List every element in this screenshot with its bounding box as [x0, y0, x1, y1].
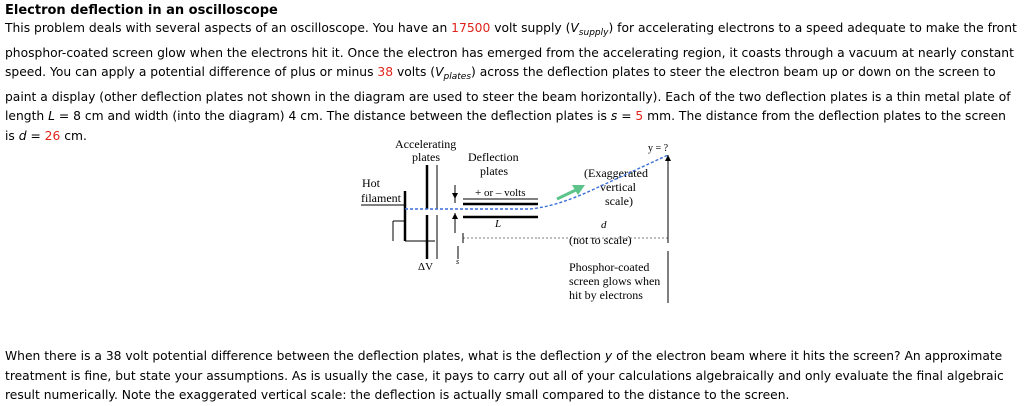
not-to-scale-label: (not to scale)	[569, 233, 632, 247]
question-text: of the electron beam where it hits the s…	[5, 349, 1004, 403]
volts-label: + or – volts	[475, 187, 526, 199]
v-plates-subscript: plates	[443, 72, 472, 83]
filament-label: filament	[361, 191, 402, 205]
phosphor-label-1: Phosphor-coated	[569, 260, 649, 274]
hot-label: Hot	[362, 176, 381, 190]
deflection-arrow-top	[452, 193, 458, 199]
intro-text: =	[26, 128, 45, 143]
problem-intro: This problem deals with several aspects …	[5, 19, 1019, 147]
length-l-label: L	[494, 218, 501, 230]
distance-d-label: d	[601, 219, 607, 231]
question-text: When there is a	[5, 349, 106, 363]
intro-text: cm.	[60, 128, 87, 143]
y-symbol: y	[604, 349, 613, 363]
question-voltage: 38	[105, 349, 122, 363]
problem-title: Electron deflection in an oscilloscope	[5, 3, 278, 18]
phosphor-label-2: screen glows when	[569, 274, 660, 288]
question-text: volt potential difference between the de…	[121, 349, 605, 363]
y-question-label: y = ?	[648, 143, 669, 154]
intro-text: mm. The distance from the deflection pla…	[5, 109, 1006, 143]
intro-text: ) for accelerating electrons to a speed …	[5, 21, 1017, 80]
plate-separation-value: 5	[635, 109, 644, 124]
accelerating-label: Accelerating	[395, 137, 456, 151]
intro-text: = 8 cm and width (into the diagram) 4 cm…	[54, 109, 611, 124]
v-symbol: V	[435, 65, 444, 80]
v-supply-subscript: supply	[578, 28, 609, 38]
l-symbol: L	[48, 109, 55, 124]
intro-text: =	[617, 109, 636, 124]
v-symbol: V	[570, 21, 579, 35]
intro-text: ) across the deflection plates to steer …	[5, 65, 1011, 124]
separation-s-label: s	[456, 257, 459, 266]
exaggerated-label: (Exaggerated	[584, 166, 648, 180]
accelerating-plates-label: plates	[412, 150, 440, 164]
delta-v-label: ΔV	[418, 261, 433, 273]
screen-distance-value: 26	[44, 128, 61, 143]
d-symbol: d	[18, 128, 27, 143]
supply-voltage-value: 17500	[451, 21, 491, 35]
deflection-plates-label: plates	[480, 164, 508, 178]
vertical-label: vertical	[600, 180, 637, 194]
scale-label: scale)	[605, 194, 633, 208]
intro-text: This problem deals with several aspects …	[5, 21, 452, 35]
plates-voltage-value: 38	[377, 65, 394, 80]
intro-text: volt supply (	[490, 21, 571, 35]
phosphor-label-3: hit by electrons	[569, 288, 643, 302]
problem-question: When there is a 38 volt potential differ…	[5, 347, 1019, 406]
deflection-arrow-screen	[665, 155, 671, 161]
oscilloscope-diagram: Accelerating plates Deflection plates Ho…	[361, 137, 671, 303]
deflection-arrow-bottom	[452, 213, 458, 219]
deflection-label: Deflection	[468, 150, 519, 164]
s-symbol: s	[610, 109, 618, 124]
intro-text: volts (	[393, 65, 436, 80]
electron-beam-path	[405, 154, 669, 210]
exaggerated-arrow-head	[572, 185, 585, 195]
